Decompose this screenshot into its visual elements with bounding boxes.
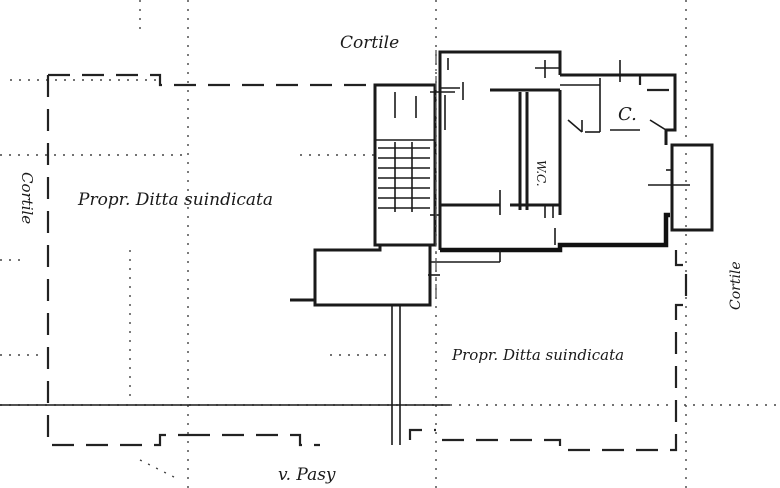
label-cortile-right: Cortile [728,261,744,310]
label-room-wc: W.C. [534,160,548,187]
label-room-c: C. [618,104,637,125]
lower-annex [290,245,432,445]
stair-block [373,83,437,247]
label-prop-left: Propr. Ditta suindicata [77,190,273,210]
staircase [378,142,430,212]
label-cortile-left: Cortile [18,172,36,224]
label-cortile-top: Cortile [340,33,399,53]
label-prop-bottom: Propr. Ditta suindicata [451,346,624,364]
label-street: v. Pasy [278,465,336,485]
apartment [428,50,714,276]
